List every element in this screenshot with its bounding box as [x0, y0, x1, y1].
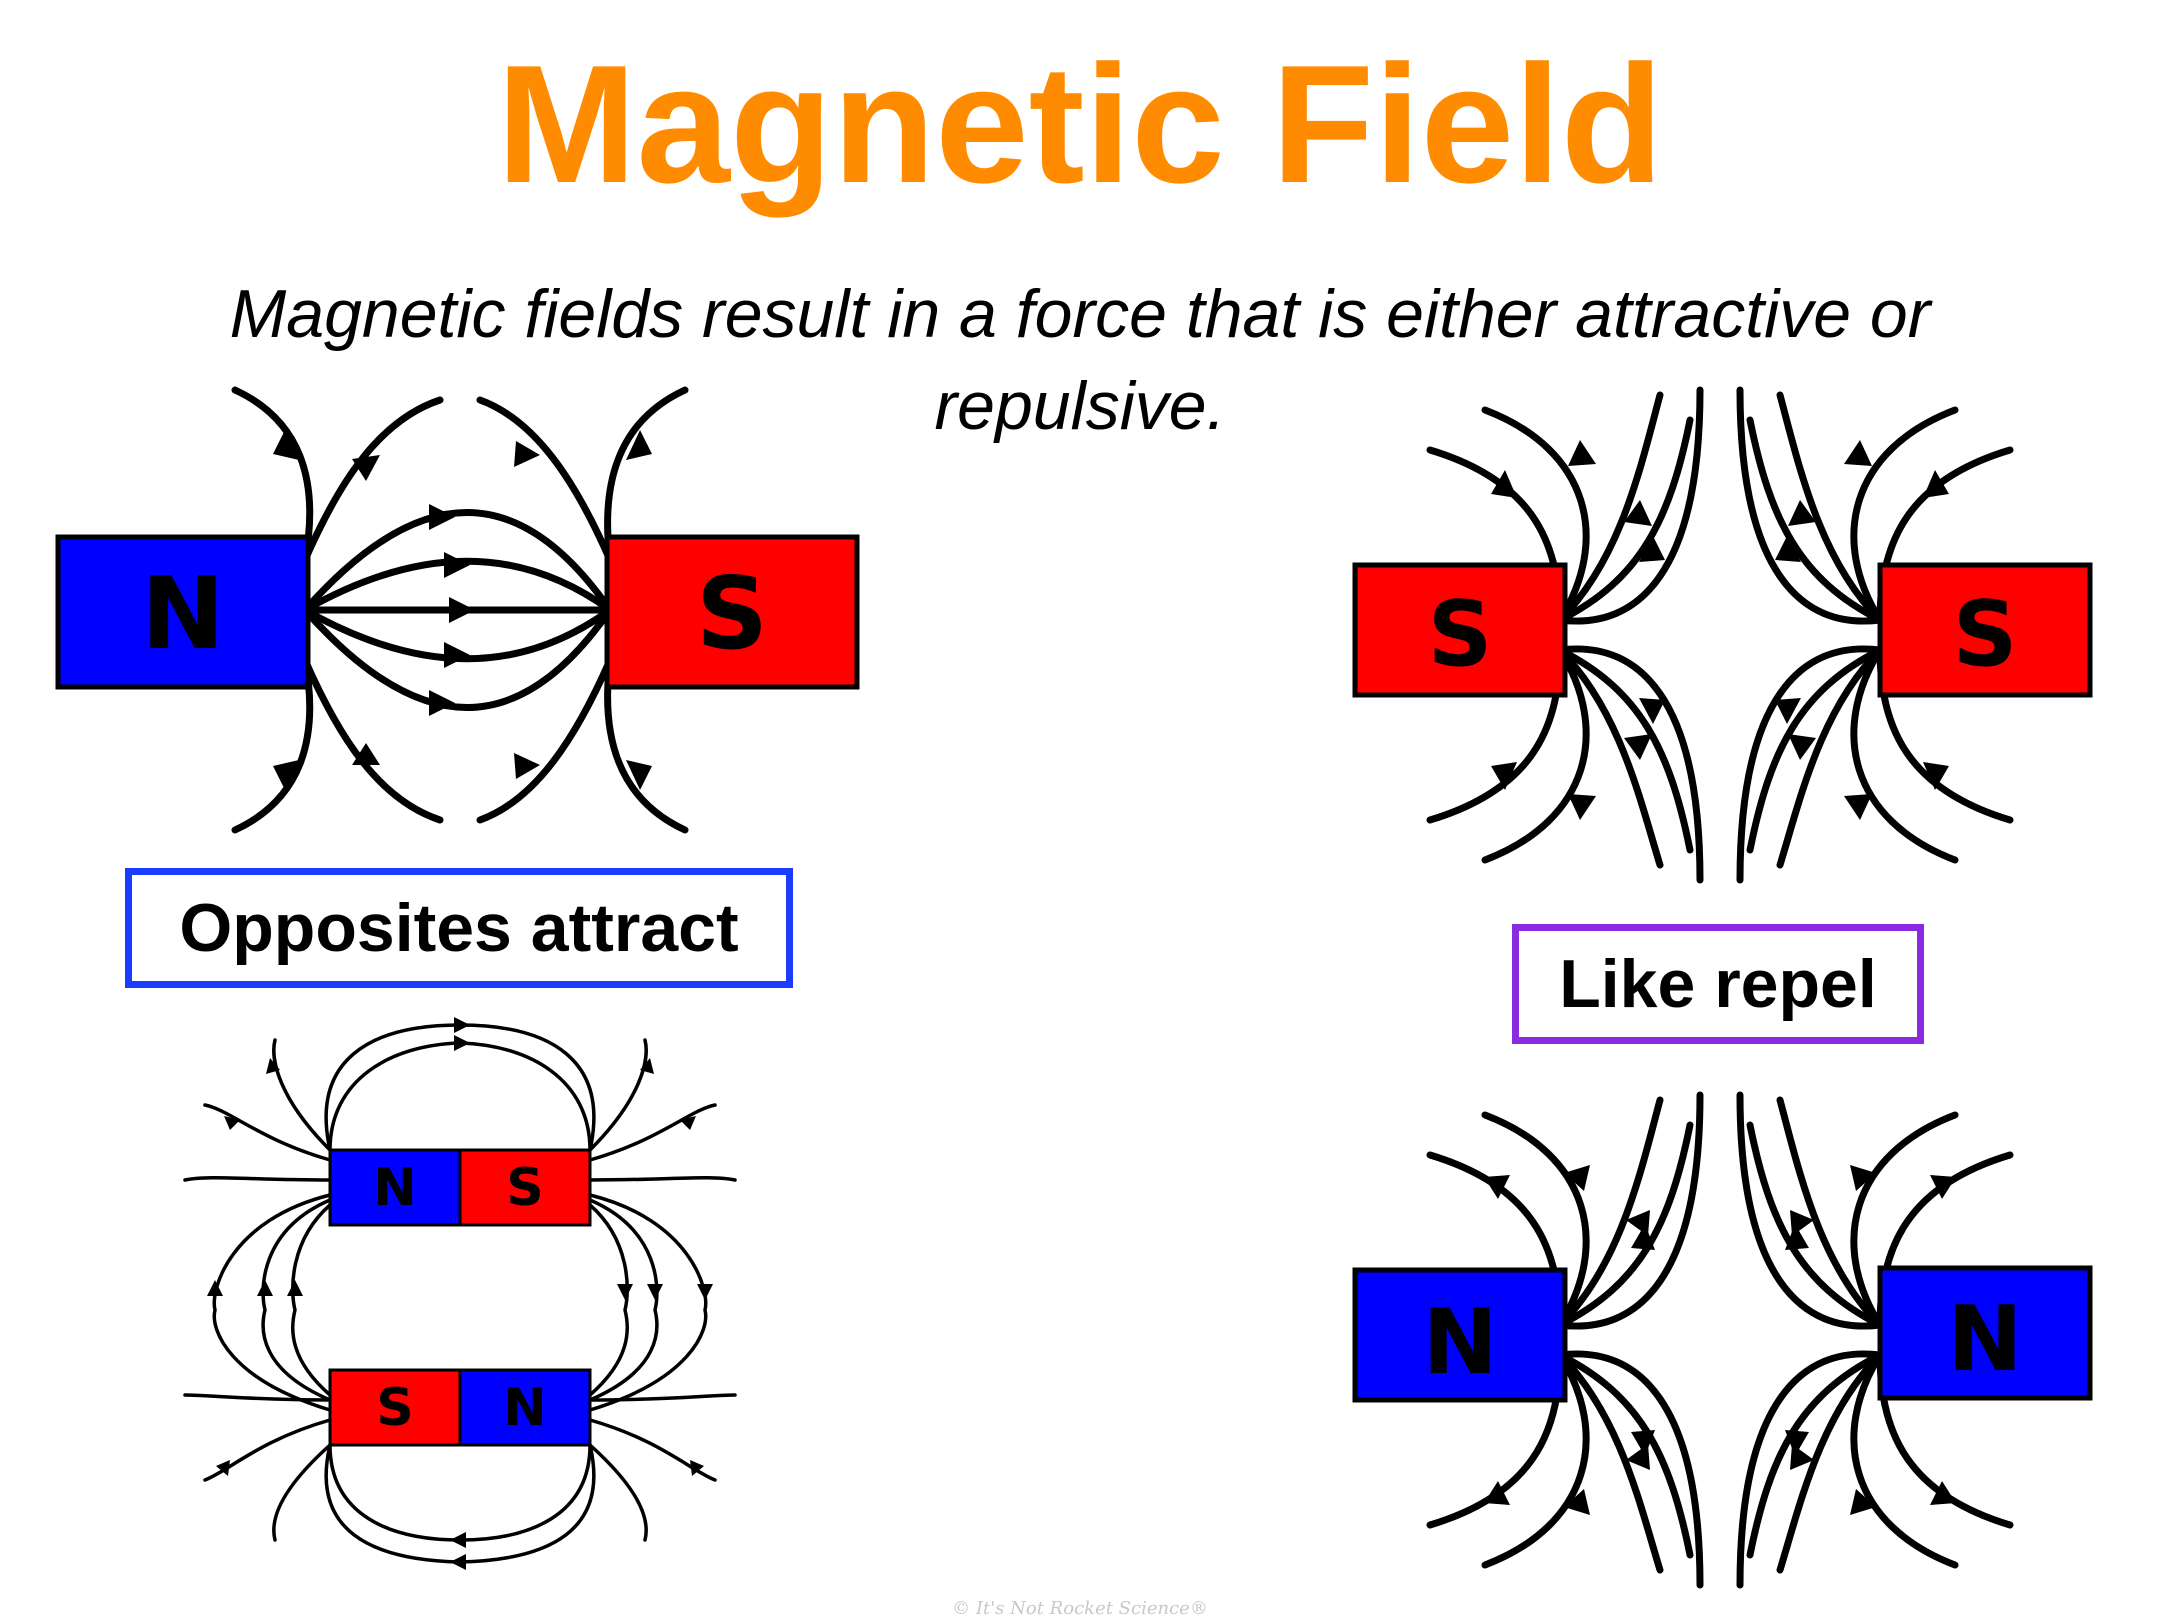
opposites-attract-caption: Opposites attract: [125, 868, 793, 988]
field-arrows-stacked: [207, 1017, 713, 1570]
copyright-watermark: © It's Not Rocket Science®: [952, 1598, 1208, 1619]
stacked-bottom-south-block: [328, 1368, 462, 1447]
north-pole-block-left: [1352, 1267, 1568, 1403]
pole-label-s-left: S: [1428, 582, 1493, 687]
pole-label-s-right: S: [1953, 582, 2018, 687]
south-pole-block-right: [1877, 562, 2093, 698]
slide-title: Magnetic Field: [496, 30, 1664, 218]
stacked-top-magnet: N S: [328, 1148, 592, 1227]
north-pole-block-right: [1877, 1265, 2093, 1401]
stacked-top-north-block: [328, 1148, 462, 1227]
like-repel-label: Like repel: [1559, 946, 1877, 1022]
field-lines-like-south: [1426, 386, 2014, 884]
south-pole-block-left: [1352, 562, 1568, 698]
like-north-magnets: N N: [1352, 1265, 2093, 1403]
field-arrows-like-north: [1484, 1165, 1956, 1515]
stacked-bottom-label-s: S: [376, 1378, 413, 1438]
stacked-top-south-block: [458, 1148, 592, 1227]
pole-label-n: N: [141, 555, 225, 672]
south-pole-block: [604, 534, 860, 690]
field-lines-opposites: [231, 386, 689, 834]
pole-label-s: S: [696, 555, 768, 672]
field-arrows-like-south: [1491, 440, 1949, 820]
like-south-magnets: S S: [1352, 562, 2093, 698]
like-repel-caption: Like repel: [1512, 924, 1924, 1044]
opposites-attract-label: Opposites attract: [179, 890, 739, 966]
pole-label-n-right: N: [1947, 1287, 2022, 1392]
pole-label-n-left: N: [1422, 1290, 1497, 1395]
stacked-top-label-s: S: [506, 1158, 543, 1218]
north-pole-block: [55, 534, 311, 690]
field-arrows-opposites: [273, 430, 652, 790]
opposites-bar-magnet: N S: [55, 534, 860, 690]
stacked-top-label-n: N: [373, 1158, 417, 1218]
slide-subtitle: Magnetic fields result in a force that i…: [229, 276, 1931, 444]
stacked-bottom-label-n: N: [503, 1378, 547, 1438]
stacked-bottom-magnet: S N: [328, 1368, 592, 1447]
stacked-bottom-north-block: [458, 1368, 592, 1447]
